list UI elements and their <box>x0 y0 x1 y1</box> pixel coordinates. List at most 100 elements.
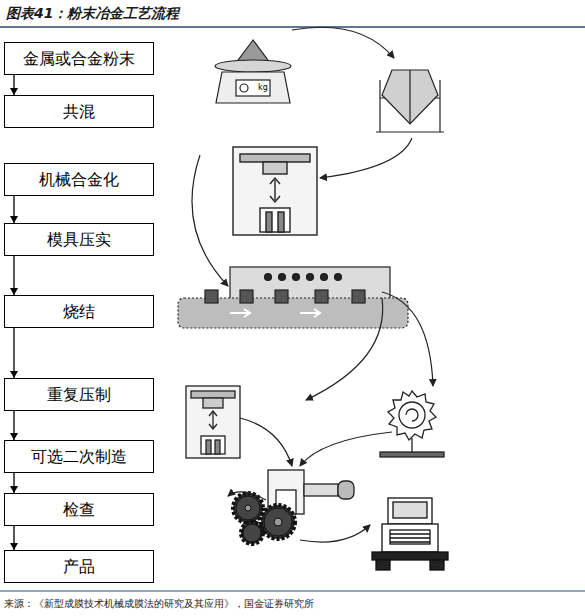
process-box: 检查 <box>4 493 154 526</box>
illustration-part <box>399 402 425 428</box>
illustration-part <box>390 537 430 538</box>
bottom-rule <box>0 591 585 592</box>
illustration-part <box>264 508 292 536</box>
box-label: 机械合金化 <box>35 170 123 189</box>
box-label: 烧结 <box>59 302 99 321</box>
illustration-part <box>212 412 213 428</box>
illustration-part <box>230 309 250 317</box>
furnace-icon <box>178 267 408 328</box>
flow-connector <box>10 411 18 440</box>
illustration-part <box>241 522 263 544</box>
illustration-part <box>240 154 310 162</box>
illustration-part <box>380 452 444 457</box>
illustration-part <box>388 391 436 440</box>
arrow-head <box>10 88 18 95</box>
illustration-part <box>260 208 290 232</box>
illustration-part <box>245 505 251 511</box>
flow-connector <box>10 526 18 550</box>
arrow-head <box>10 543 18 550</box>
mixer-icon <box>376 70 444 132</box>
illustration-part <box>338 481 354 499</box>
truck-icon <box>372 498 448 570</box>
arrow-head <box>10 433 18 440</box>
box-label: 检查 <box>59 500 99 519</box>
illustration-part <box>315 290 328 303</box>
illustration-part <box>216 72 290 103</box>
illustration-part <box>300 309 320 317</box>
illustration-part <box>382 524 438 552</box>
illustration-part <box>270 178 280 202</box>
flow-connector <box>10 473 18 493</box>
illustration-part <box>307 274 314 281</box>
illustration-part <box>191 391 235 398</box>
box-label: 可选二次制造 <box>27 447 131 466</box>
illustration-part <box>372 552 448 560</box>
illustration-part <box>274 518 282 526</box>
illustration-part <box>209 411 217 429</box>
illustration-part <box>393 502 427 518</box>
illustration-part <box>430 560 444 570</box>
illustration-part <box>293 274 300 281</box>
process-box: 可选二次制造 <box>4 440 154 473</box>
illustration-part <box>409 70 410 124</box>
process-box: 共混 <box>4 95 154 128</box>
illustration-part <box>240 84 248 92</box>
illustration-part <box>335 274 342 281</box>
illustration-part <box>292 27 394 58</box>
illustration-part <box>300 525 370 542</box>
illustration-part <box>240 290 253 303</box>
illustration-part <box>306 298 383 400</box>
illustration-part <box>376 131 444 132</box>
illustration-part <box>215 60 291 72</box>
process-box: 重复压制 <box>4 378 154 411</box>
illustration-part <box>382 70 438 124</box>
illustration-part <box>439 80 440 132</box>
illustration-part <box>240 418 292 466</box>
connector-line <box>13 328 14 378</box>
illustration-part <box>376 560 390 570</box>
illustration-part <box>274 180 275 200</box>
illustration-part <box>205 290 218 303</box>
illustration-part <box>230 267 390 299</box>
chart-title: 图表41：粉末冶金工艺流程 <box>6 5 179 23</box>
box-label: 共混 <box>59 102 99 121</box>
illustration-part <box>321 274 328 281</box>
illustration-part <box>186 386 240 458</box>
scale-icon <box>215 40 291 103</box>
illustration-part <box>243 524 261 542</box>
illustration-part <box>215 440 220 454</box>
illustration-part <box>192 155 228 286</box>
illustration-part <box>390 541 430 542</box>
box-label: 重复压制 <box>43 385 115 404</box>
illustration-part <box>320 138 412 178</box>
process-box: 机械合金化 <box>4 163 154 196</box>
illustration-part <box>203 398 223 408</box>
flow-connector <box>10 196 18 223</box>
illustration-part <box>275 290 288 303</box>
box-label: 金属或合金粉末 <box>19 49 139 68</box>
illustration-part <box>390 530 430 544</box>
illustration-part <box>261 505 295 539</box>
illustration-part <box>233 493 263 523</box>
illustration-part <box>406 409 418 421</box>
illustration-part <box>379 80 380 132</box>
arrow-head <box>10 371 18 378</box>
process-box: 模具压实 <box>4 223 154 256</box>
illustration-part <box>201 436 225 454</box>
illustration-part <box>236 80 270 96</box>
illustration-part <box>390 533 430 534</box>
gears-icon <box>233 493 295 544</box>
box-label: 模具压实 <box>43 230 115 249</box>
illustration-part <box>279 274 286 281</box>
flow-connector <box>10 328 18 378</box>
illustration-part <box>236 496 260 520</box>
scale-unit-label: kg <box>258 83 268 92</box>
process-box: 产品 <box>4 550 154 583</box>
illustration-part <box>352 290 365 303</box>
saw-icon <box>380 391 444 457</box>
illustration-part <box>411 438 412 452</box>
arrow-head <box>10 216 18 223</box>
illustration-part <box>304 484 338 496</box>
repress-icon <box>186 386 240 458</box>
arrow-head <box>10 486 18 493</box>
